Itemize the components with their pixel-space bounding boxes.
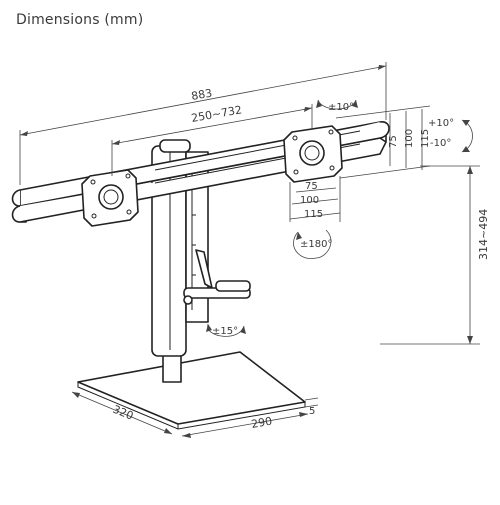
rotate-label: ±180° <box>300 239 332 250</box>
arm-span-dimension <box>111 104 313 176</box>
total-width-dimension <box>19 62 387 185</box>
base-thickness-label: 5 <box>309 406 315 417</box>
left-vesa-plate <box>81 169 139 227</box>
vesa-100-horizontal-label: 100 <box>300 195 319 206</box>
tilt-down-label: -10° <box>430 138 451 149</box>
swivel-label: ±15° <box>212 326 238 337</box>
tilt-arm-label: ±10° <box>328 102 354 113</box>
vesa-75-horizontal-label: 75 <box>305 181 318 192</box>
swivel-arrow-icon <box>206 323 246 337</box>
tilt-arc-icon <box>461 119 473 153</box>
height-range-dimension <box>380 165 480 345</box>
vesa-100-vertical-label: 100 <box>404 129 415 148</box>
vesa-115-horizontal-label: 115 <box>304 209 323 220</box>
base-depth-label: 320 <box>111 403 135 423</box>
height-range-label: 314~494 <box>477 209 490 260</box>
base-depth-dimension <box>71 391 173 435</box>
tilt-arm-arrow-icon <box>316 99 358 110</box>
right-vesa-plate <box>283 125 343 183</box>
stand-pole <box>151 139 209 383</box>
rotate-arrow-icon <box>293 229 332 260</box>
vesa-115-vertical-label: 115 <box>420 129 431 148</box>
adjustment-handle <box>183 249 251 305</box>
vesa-vertical-dimensions <box>335 105 431 179</box>
tilt-up-label: +10° <box>428 118 454 129</box>
base-width-dimension <box>181 412 309 438</box>
vesa-horizontal-dimensions <box>289 176 341 222</box>
total-width-label: 883 <box>190 87 213 103</box>
base-width-label: 290 <box>250 415 273 431</box>
base-thickness-dimension <box>304 397 319 408</box>
page-title: Dimensions (mm) <box>16 12 144 28</box>
base-plate <box>77 351 306 430</box>
vesa-75-vertical-label: 75 <box>388 135 399 148</box>
